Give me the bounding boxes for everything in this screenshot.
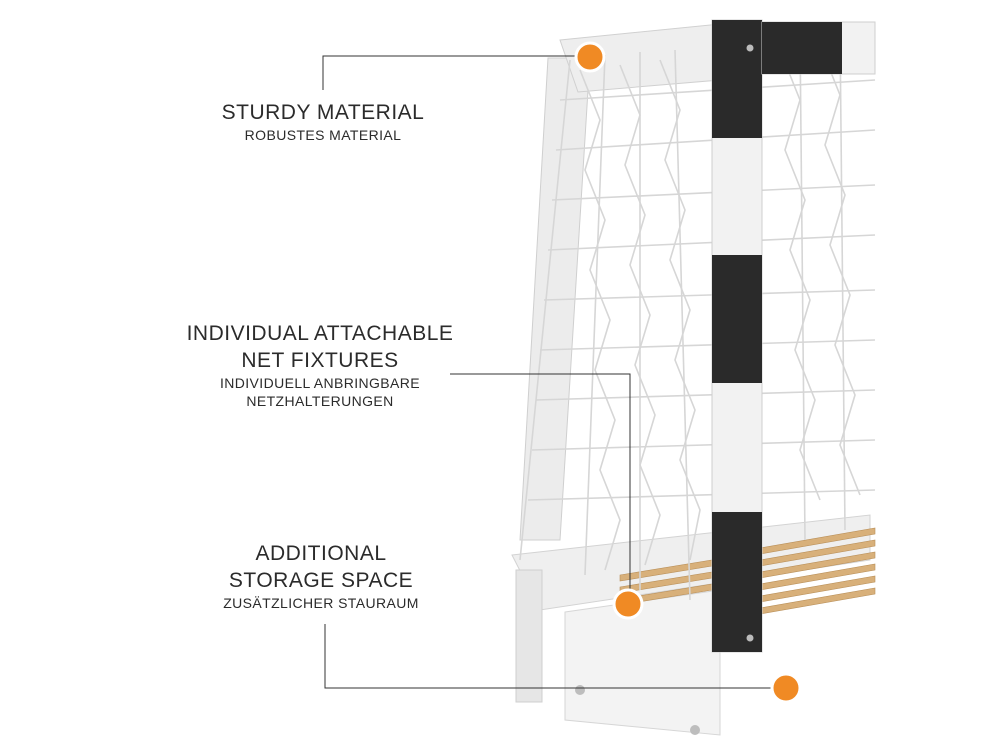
feature-markers [574,41,802,704]
feature-title-line-2: NET FIXTURES [241,349,399,372]
leader-lines [322,55,786,689]
feature-label-sturdy-material: STURDY MATERIAL ROBUSTES MATERIAL [193,99,453,144]
goal-net [519,29,876,601]
feature-subtitle: ZUSÄTZLICHER STAURAUM [223,595,419,611]
feature-subtitle: ROBUSTES MATERIAL [244,127,402,143]
bed-frame [511,23,876,736]
feature-label-net-fixtures: INDIVIDUAL ATTACHABLE NET FIXTURES INDIV… [170,320,470,410]
feature-label-storage-space: ADDITIONAL STORAGE SPACE ZUSÄTZLICHER ST… [191,540,451,612]
feature-subtitle-line-2: NETZHALTERUNGEN [246,393,394,409]
goal-post [711,19,876,653]
leader-line-sturdy-material [322,55,588,90]
marker-dot-sturdy-material [574,41,606,73]
feature-subtitle-line-1: INDIVIDUELL ANBRINGBARE [219,375,421,391]
feature-title: STURDY MATERIAL [221,101,425,124]
feature-title-line-1: ADDITIONAL [255,542,387,565]
feature-title-line-2: STORAGE SPACE [228,569,414,592]
marker-dot-storage-space [770,672,802,704]
leader-line-storage-space [324,624,786,689]
leader-line-net-fixtures [450,373,631,604]
marker-dot-net-fixtures [612,588,644,620]
feature-title-line-1: INDIVIDUAL ATTACHABLE [186,322,454,345]
